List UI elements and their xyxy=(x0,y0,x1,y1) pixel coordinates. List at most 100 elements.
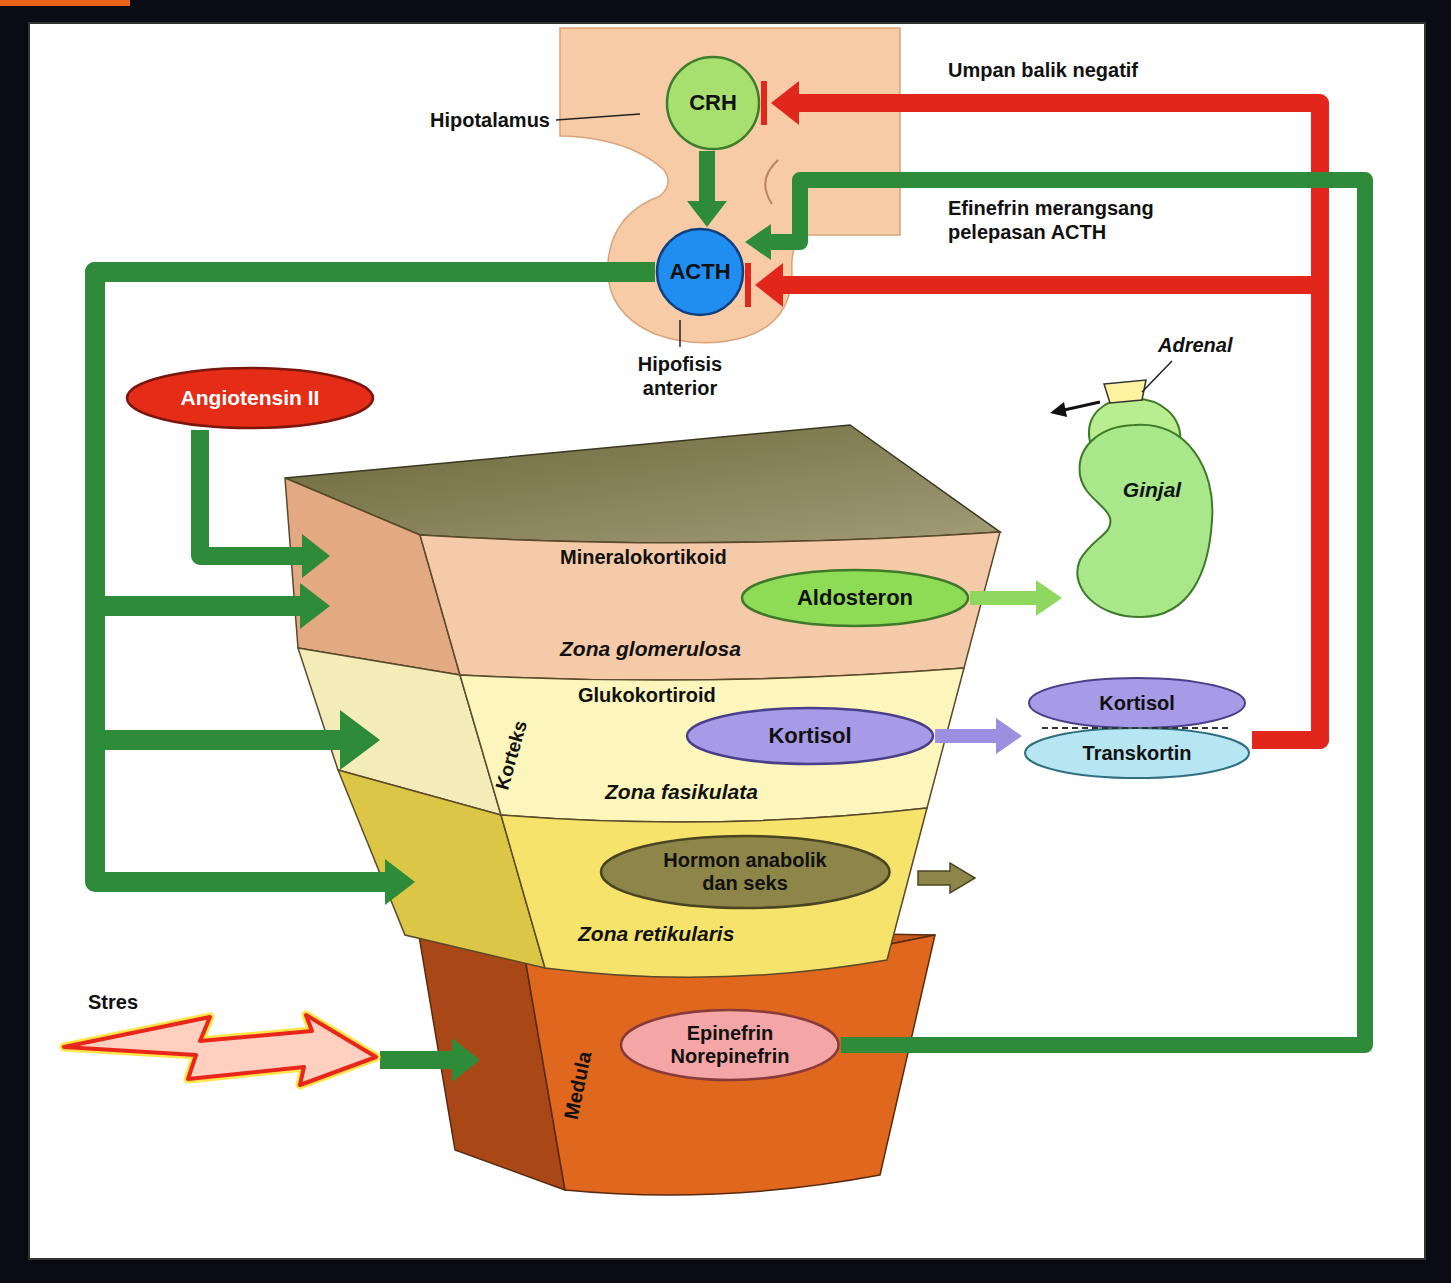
bolt-glow xyxy=(64,1015,376,1085)
text-holder: Stres xyxy=(88,991,138,1014)
text-holder: Epinefrin Norepinefrin xyxy=(619,1008,841,1082)
arrow-connector xyxy=(95,272,655,629)
node-text: Kortisol xyxy=(1099,692,1175,715)
node-text: Angiotensin II xyxy=(181,386,320,410)
text-holder: Adrenal xyxy=(1158,333,1268,357)
arrow-connector xyxy=(200,430,330,578)
text-holder: Umpan balik negatif xyxy=(948,58,1248,82)
text-holder: Aldosteron xyxy=(740,568,970,628)
hormone-ellipse: Angiotensin II xyxy=(125,366,375,430)
leader-line xyxy=(556,114,640,120)
arrow-head xyxy=(687,201,727,227)
leader-line xyxy=(679,320,681,347)
shape-fill xyxy=(1077,425,1212,617)
shape-fill xyxy=(621,1010,839,1080)
node-text: Medula xyxy=(558,1044,597,1127)
kidney-outline xyxy=(1062,420,1217,620)
text-holder: Zona fasikulata xyxy=(605,780,758,804)
arrow-head xyxy=(302,534,330,578)
connector-line xyxy=(95,272,655,882)
shape-fill xyxy=(64,1015,376,1085)
text-holder: Hipotalamus xyxy=(400,108,550,132)
pointer-arrow xyxy=(1064,402,1100,410)
arrow-connector xyxy=(687,151,727,227)
node-text: Mineralokortikoid xyxy=(560,546,727,569)
shape-fill xyxy=(742,570,968,626)
medulla-zone: Medula Epinefrin Norepinefrin xyxy=(480,985,880,1170)
node-text: Epinefrin Norepinefrin xyxy=(660,1022,800,1068)
fasciculata-front xyxy=(460,668,964,822)
node-text: Zona retikularis xyxy=(578,922,734,946)
text-holder: Medula xyxy=(558,1044,597,1127)
cortex-zone: Zona retikularis Hormon anabolik dan seks xyxy=(415,826,895,954)
text-holder: Kortisol xyxy=(1022,678,1252,728)
connector-line xyxy=(200,430,303,556)
arrow-head xyxy=(1036,580,1062,616)
arrow-connector xyxy=(970,580,1062,616)
node-text: Glukokortiroid xyxy=(578,684,716,707)
node-text: Stres xyxy=(88,991,138,1014)
text-holder: Mineralokortikoid xyxy=(560,546,727,569)
output-arrow xyxy=(918,863,975,893)
arrow-connector xyxy=(935,718,1022,754)
arrow-head xyxy=(300,583,330,629)
connector-line xyxy=(798,103,1320,740)
node-text: Zona fasikulata xyxy=(605,780,758,804)
shape-fill xyxy=(127,368,373,428)
stress-bolt: Stres xyxy=(60,995,380,1090)
connector-line xyxy=(970,591,1037,605)
text-holder: Angiotensin II xyxy=(125,366,375,430)
top-bar xyxy=(0,0,130,6)
connector-line xyxy=(935,729,997,743)
hormone-circle: CRH xyxy=(665,55,761,151)
feedback-label: Umpan balik negatif xyxy=(948,58,1248,82)
text-holder: Zona retikularis xyxy=(578,922,734,946)
node-text: Kortisol xyxy=(768,723,851,748)
node-text: Zona glomerulosa xyxy=(560,637,741,661)
arrow-connector xyxy=(380,1038,480,1082)
cortex-zone: GlukokortiroidZona fasikulata Kortisol xyxy=(380,684,940,812)
hormone-ellipse: Kortisol xyxy=(685,706,935,766)
text-holder: ACTH xyxy=(655,227,745,317)
arrow-connector xyxy=(95,272,655,905)
node-text: Hormon anabolik dan seks xyxy=(650,849,840,895)
node-text: ACTH xyxy=(669,259,730,284)
inhibition-bar xyxy=(761,81,767,125)
text-holder: Hormon anabolik dan seks xyxy=(599,834,892,910)
pathway-label: Efinefrin merangsang pelepasan ACTH xyxy=(948,196,1208,244)
glomerulosa-front xyxy=(420,532,1000,680)
arrow-head xyxy=(340,710,380,770)
node-text: Transkortin xyxy=(1083,742,1192,765)
connector-line xyxy=(699,151,715,202)
inhibition-bar xyxy=(745,263,751,307)
arrow-head xyxy=(996,718,1022,754)
connector-line xyxy=(782,285,1320,740)
arrow-head xyxy=(755,263,783,307)
kidney-organ: Ginjal xyxy=(1062,420,1217,620)
text-holder: Efinefrin merangsang pelepasan ACTH xyxy=(948,196,1208,244)
hormone-ellipse: Epinefrin Norepinefrin xyxy=(619,1008,841,1082)
bound-hormone-pair: KortisolTranskortin xyxy=(1022,676,1252,780)
arrow-connector xyxy=(745,263,1320,740)
text-holder: Glukokortiroid xyxy=(578,684,716,707)
text-holder: Hipofisis anterior xyxy=(620,352,740,400)
node-text: Aldosteron xyxy=(797,585,913,610)
arrow-connector xyxy=(95,272,655,770)
hormone-ellipse: Aldosteron xyxy=(740,568,970,628)
text-holder: Korteks xyxy=(489,712,534,799)
adrenal-cut xyxy=(1104,380,1146,403)
hormone-ellipse: Hormon anabolik dan seks xyxy=(599,834,892,910)
shape-fill xyxy=(667,57,759,149)
arrow-head xyxy=(452,1038,480,1082)
text-holder: Zona glomerulosa xyxy=(560,637,741,661)
cortex-zone: MineralokortikoidZona glomerulosa Aldoste… xyxy=(330,545,970,685)
text-holder: Transkortin xyxy=(1022,728,1252,778)
shape-fill xyxy=(1025,728,1249,778)
arrow-head xyxy=(745,224,771,260)
pituitary-notch xyxy=(765,160,778,204)
connector-line xyxy=(95,272,655,740)
node-text: CRH xyxy=(689,90,737,115)
shape-fill xyxy=(657,229,743,315)
text-holder: Kortisol xyxy=(685,706,935,766)
